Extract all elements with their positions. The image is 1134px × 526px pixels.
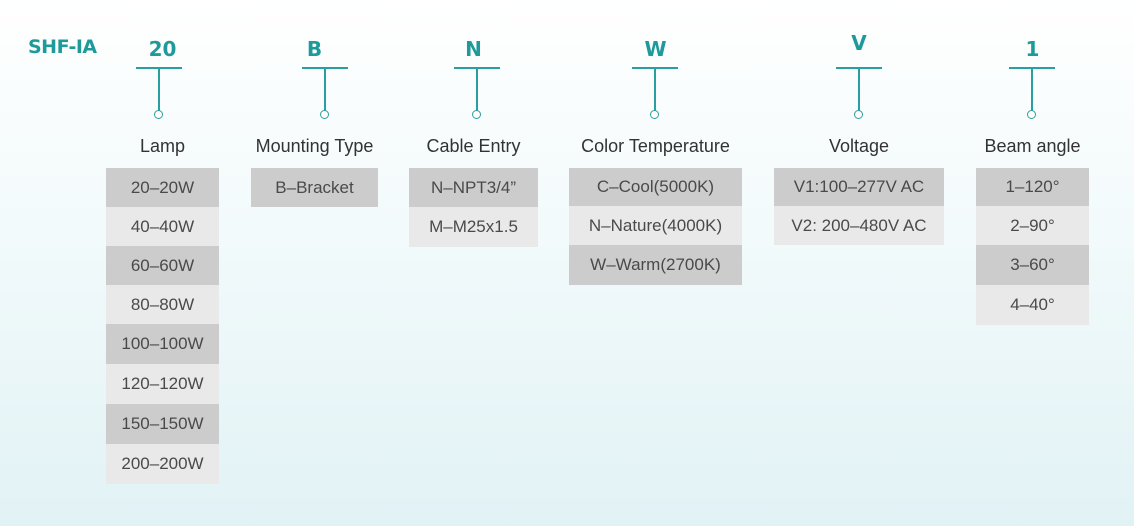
option-box: 80–80W	[106, 285, 219, 324]
option-box: C–Cool(5000K)	[569, 168, 742, 206]
connector-node	[472, 110, 481, 119]
connector-line	[324, 68, 326, 112]
connector-line	[654, 68, 656, 112]
connector-node	[854, 110, 863, 119]
option-box: 200–200W	[106, 444, 219, 484]
option-box: 60–60W	[106, 246, 219, 285]
connector-line	[476, 68, 478, 112]
label-voltage: Voltage	[828, 136, 890, 156]
option-box: 4–40°	[976, 285, 1089, 325]
option-box: 120–120W	[106, 364, 219, 404]
option-box: 20–20W	[106, 168, 219, 207]
code-voltage: V	[851, 31, 867, 55]
option-box: 2–90°	[976, 206, 1089, 245]
label-color-temperature: Color Temperature	[581, 136, 730, 156]
connector-node	[154, 110, 163, 119]
connector-node	[320, 110, 329, 119]
connector-line	[158, 68, 160, 112]
code-mounting-type: B	[306, 37, 323, 61]
option-box: N–NPT3/4”	[409, 168, 538, 207]
label-mounting-type: Mounting Type	[255, 136, 374, 156]
option-box: M–M25x1.5	[409, 207, 538, 247]
code-beam-angle: 1	[1025, 37, 1040, 61]
connector-line	[1031, 68, 1033, 112]
option-box: V2: 200–480V AC	[774, 206, 944, 245]
option-box: V1:100–277V AC	[774, 168, 944, 206]
option-box: 100–100W	[106, 324, 219, 364]
option-box: W–Warm(2700K)	[569, 245, 742, 285]
option-box: 3–60°	[976, 245, 1089, 285]
connector-line	[858, 68, 860, 112]
option-box: 1–120°	[976, 168, 1089, 206]
option-box: 40–40W	[106, 207, 219, 246]
connector-node	[1027, 110, 1036, 119]
label-beam-angle: Beam angle	[984, 136, 1081, 156]
code-color-temperature: W	[644, 37, 667, 61]
code-lamp: 20	[148, 37, 177, 61]
option-box: N–Nature(4000K)	[569, 206, 742, 245]
option-box: 150–150W	[106, 404, 219, 444]
connector-node	[650, 110, 659, 119]
model-prefix: SHF-IA	[28, 36, 97, 58]
label-lamp: Lamp	[139, 136, 186, 156]
label-cable-entry: Cable Entry	[426, 136, 521, 156]
option-box: B–Bracket	[251, 168, 378, 207]
code-cable-entry: N	[465, 37, 482, 61]
